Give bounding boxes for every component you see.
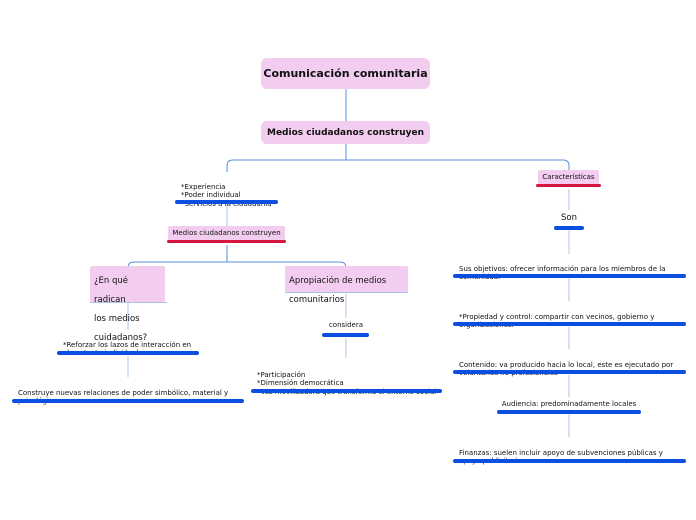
item-contenido-underline — [453, 370, 686, 374]
reforzar-underline — [57, 351, 199, 355]
son-underline — [554, 226, 584, 230]
question-node[interactable]: ¿En qué radican los medios cuidadanos? — [90, 266, 165, 343]
caracteristicas-underline — [536, 184, 601, 187]
item-finanzas-underline — [453, 459, 686, 463]
root-node-label: Comunicación comunitaria — [263, 67, 428, 80]
experience-bullets-underline — [175, 200, 278, 204]
root-node[interactable]: Comunicación comunitaria — [261, 58, 430, 89]
son-label: Son — [561, 212, 577, 223]
participacion-underline — [251, 389, 442, 393]
apropiacion-label: Apropiación de medios comunitarios — [289, 276, 387, 305]
question-label: ¿En qué radican los medios cuidadanos? — [94, 276, 148, 343]
considera-underline — [322, 333, 369, 337]
sub-medios-label: Medios ciudadanos construyen — [172, 229, 281, 238]
sub-medios-node[interactable]: Medios ciudadanos construyen — [168, 226, 285, 241]
apropiacion-node[interactable]: Apropiación de medios comunitarios — [285, 266, 408, 305]
item-audiencia-text: Audiencia: predominadamente locales — [501, 400, 637, 409]
item-audiencia[interactable]: Audiencia: predominadamente locales — [497, 400, 641, 409]
caracteristicas-label: Características — [542, 173, 595, 182]
item-propiedad-underline — [453, 322, 686, 326]
sub-medios-underline — [167, 240, 286, 243]
connector-level1-right — [346, 159, 570, 170]
item-propiedad-text: *Propiedad y control: compartir con veci… — [459, 312, 655, 330]
item-objetivos-underline — [453, 274, 686, 278]
level1-node-label: Medios ciudadanos construyen — [266, 127, 424, 138]
connector-level1-left — [226, 159, 346, 172]
caracteristicas-node[interactable]: Características — [538, 170, 599, 185]
construye-underline — [12, 399, 244, 403]
item-objetivos-text: Sus objetivos: ofrecer información para … — [459, 264, 666, 282]
question-underline — [90, 302, 167, 303]
level1-node[interactable]: Medios ciudadanos construyen — [261, 121, 430, 144]
considera-node[interactable]: considera — [318, 321, 374, 330]
considera-text: considera — [328, 321, 364, 330]
item-audiencia-underline — [497, 410, 641, 414]
apropiacion-underline — [285, 292, 408, 293]
item-contenido-text: Contenido: va producido hacia lo local, … — [459, 360, 674, 378]
son-node[interactable]: Son — [553, 211, 585, 224]
